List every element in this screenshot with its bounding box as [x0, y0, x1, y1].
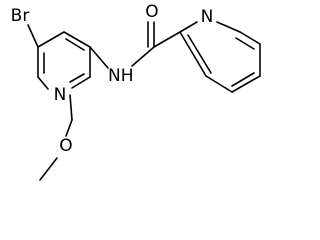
double-bond-r5-r6-inner	[231, 72, 255, 87]
bond-nh-carbonyl-c	[131, 46, 155, 67]
carbonyl-oxygen-label: O	[145, 2, 158, 22]
bromine-label: Br	[11, 6, 30, 26]
pyridine-nitrogen-right-label: N	[201, 7, 214, 27]
bond-r1-rn	[179, 21, 198, 33]
bond-c5-ome-o	[69, 94, 73, 121]
right-pyridine-ring	[179, 21, 261, 93]
bond-rn-r3	[216, 21, 241, 33]
bond-r3-r4	[239, 31, 261, 45]
chemical-structure-diagram: Br N O NH O N	[11, 2, 261, 181]
bond-c4-nh	[89, 46, 109, 69]
double-bond-r3-r4-inner	[235, 37, 255, 50]
amide-nh-label: NH	[108, 66, 134, 86]
bond-carbonyl-c-ring	[153, 31, 181, 48]
bond-r7-r1	[179, 31, 207, 77]
bond-c2-c3	[63, 31, 91, 48]
double-bond-c4-c5-inner	[69, 73, 85, 83]
bond-c4-c5	[71, 76, 91, 89]
bond-c5-ring-to-o	[65, 119, 73, 137]
bond-c1-br	[27, 24, 39, 48]
pyridine-nitrogen-left-label: N	[54, 85, 67, 105]
double-bond-r7-r1-inner	[187, 34, 212, 74]
double-bond-c2-c3-inner	[65, 38, 85, 51]
left-pyridine-ring	[37, 31, 91, 90]
methoxy-oxygen-label: O	[59, 136, 72, 156]
bond-c1-c2	[37, 31, 65, 48]
bond-o-methyl	[39, 157, 58, 181]
bond-n-c6	[37, 76, 49, 90]
bond-r5-r6	[231, 75, 261, 93]
bond-r6-r7	[205, 75, 233, 93]
